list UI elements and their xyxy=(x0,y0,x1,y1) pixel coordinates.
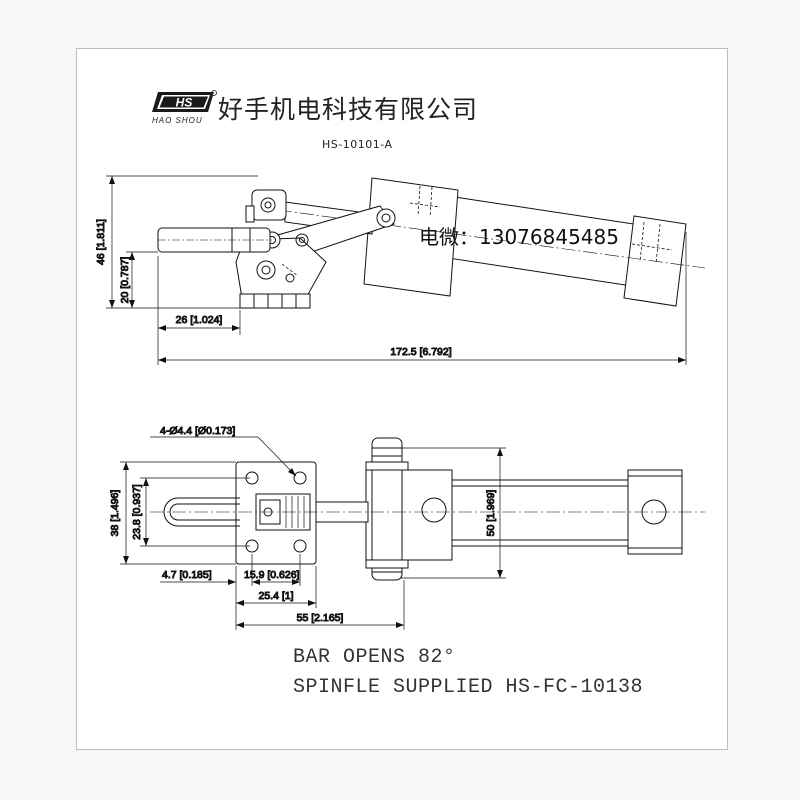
dim-height-23: 23.8 [0.937] xyxy=(131,484,143,540)
hidden-lines xyxy=(409,185,673,265)
top-pivot-pin xyxy=(371,437,403,581)
dim-height-50: 50 [1.969] xyxy=(485,490,497,537)
dim-width-15-9: 15.9 [0.626] xyxy=(244,569,300,581)
cylinder-front-block xyxy=(363,177,459,297)
top-dimensions xyxy=(120,436,506,630)
dim-width-26: 26 [1.024] xyxy=(176,314,223,326)
contact-text: 电微：13076845485 xyxy=(419,225,619,249)
brand-logo: HS xyxy=(150,86,220,128)
company-name: 好手机电科技有限公司 xyxy=(218,95,479,124)
dim-width-55: 55 [2.165] xyxy=(297,612,344,624)
top-cap xyxy=(251,189,287,221)
dim-height-38: 38 [1.496] xyxy=(109,490,121,537)
note-bar-opens: BAR OPENS 82° xyxy=(293,646,456,669)
side-dimensions xyxy=(106,175,687,365)
top-cylinder-body xyxy=(449,479,631,547)
logo-subtext: HAO SHOU xyxy=(152,116,203,125)
dim-length-172: 172.5 [6.792] xyxy=(390,346,451,358)
dim-holes: 4-Ø4.4 [Ø0.173] xyxy=(160,425,235,437)
model-code: HS-10101-A xyxy=(322,138,393,151)
dim-height-20: 20 [0.787] xyxy=(119,257,131,304)
dim-width-25-4: 25.4 [1] xyxy=(258,590,293,602)
logo-text: HS xyxy=(176,96,193,110)
dim-width-4-7: 4.7 [0.185] xyxy=(162,569,212,581)
top-view: 4-Ø4.4 [Ø0.173] 38 [1.496] 23.8 [0.937] … xyxy=(109,425,705,630)
dim-height-46: 46 [1.811] xyxy=(95,219,107,265)
base-plate xyxy=(239,293,311,309)
clamp-technical-drawing: 46 [1.811] 20 [0.787] 26 [1.024] 172.5 [… xyxy=(95,175,706,630)
side-view: 46 [1.811] 20 [0.787] 26 [1.024] 172.5 [… xyxy=(95,175,706,365)
top-handle-loop xyxy=(163,497,240,527)
note-spindle-supplied: SPINFLE SUPPLIED HS-FC-10138 xyxy=(293,676,644,699)
hs-logo-icon: HS xyxy=(152,90,217,112)
